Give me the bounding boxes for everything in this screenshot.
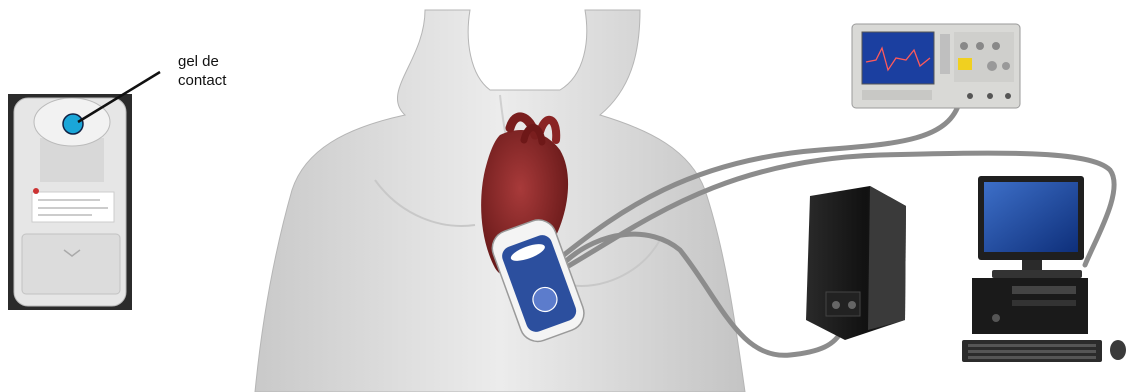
oscilloscope (852, 24, 1020, 108)
gel-contact-label: gel de contact (178, 52, 268, 90)
gel-contact-label-line1: gel de (178, 52, 268, 71)
gel-contact-label-line2: contact (178, 71, 268, 90)
gel-contact-point (63, 114, 83, 134)
speaker (806, 186, 906, 340)
computer (962, 176, 1126, 362)
doppler-probe-photo (8, 94, 132, 310)
